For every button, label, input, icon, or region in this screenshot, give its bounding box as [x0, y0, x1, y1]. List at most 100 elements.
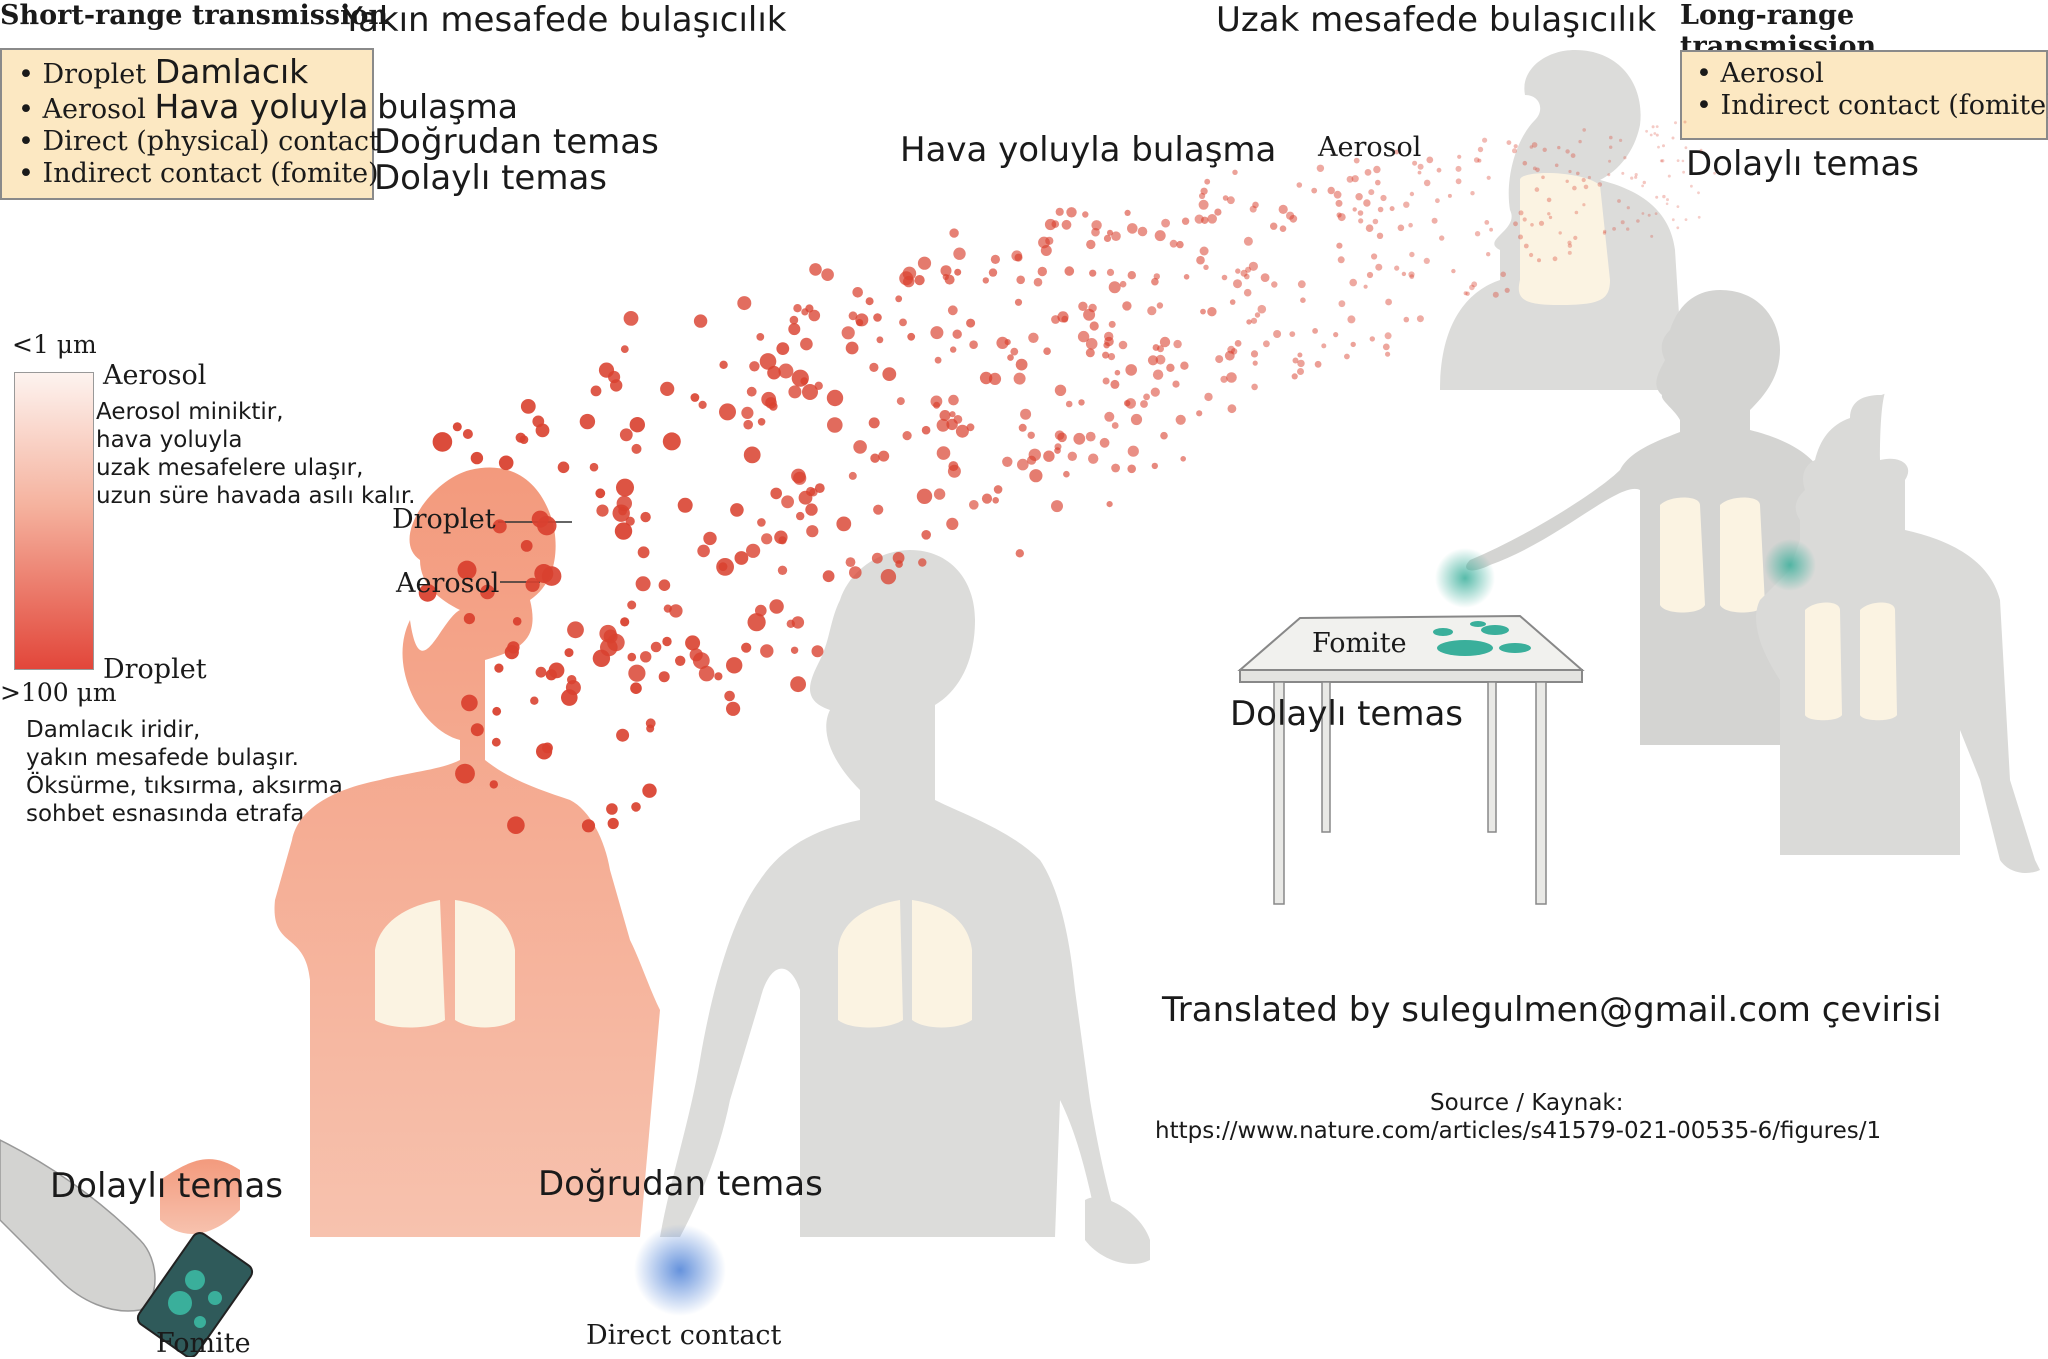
- particle: [756, 333, 765, 341]
- particle: [662, 432, 681, 451]
- particle: [841, 326, 855, 340]
- particle: [1465, 291, 1470, 296]
- particle: [1297, 368, 1304, 375]
- particle: [1110, 379, 1120, 389]
- particle: [1423, 179, 1431, 187]
- particle: [1243, 288, 1252, 297]
- particle: [662, 636, 672, 647]
- particle: [936, 446, 951, 460]
- direct-contact-tr: Doğrudan temas: [374, 122, 659, 162]
- legend-item-en: Aerosol: [42, 94, 146, 125]
- particle: [650, 641, 662, 653]
- particle: [1337, 256, 1345, 264]
- phone-hand: [0, 1139, 254, 1357]
- particle: [1469, 284, 1475, 291]
- particle: [1207, 307, 1217, 317]
- particle: [1173, 339, 1182, 349]
- particle: [1409, 191, 1415, 197]
- particle: [1641, 212, 1645, 215]
- particle: [1065, 400, 1073, 408]
- particle: [933, 488, 946, 500]
- particle: [470, 451, 484, 465]
- particle: [1655, 195, 1659, 199]
- particle: [1385, 351, 1391, 357]
- particle: [1125, 398, 1136, 409]
- particle: [675, 655, 686, 666]
- particle: [1676, 159, 1680, 163]
- particle: [1127, 464, 1136, 474]
- particle: [698, 400, 707, 409]
- particle: [1529, 252, 1534, 258]
- legend-item-aerosol: • Aerosol Hava yoluyla bulaşma: [18, 90, 518, 126]
- particle: [827, 417, 843, 433]
- particle: [1684, 146, 1688, 150]
- particle: [1337, 213, 1346, 222]
- particle: [1312, 328, 1318, 334]
- particle: [1222, 195, 1229, 201]
- particle: [1375, 263, 1383, 271]
- particle: [1243, 236, 1253, 246]
- particle: [1530, 223, 1534, 227]
- particle: [1408, 222, 1413, 228]
- particle: [1382, 343, 1390, 351]
- aerosol-note: Aerosol miniktir, hava yoluyla uzak mesa…: [96, 398, 415, 510]
- particle: [1104, 411, 1115, 422]
- particle: [515, 432, 526, 443]
- particle: [693, 314, 708, 328]
- particle: [765, 397, 777, 409]
- particle: [726, 701, 741, 716]
- particle: [1051, 220, 1060, 228]
- particle: [950, 346, 957, 353]
- particle: [1650, 234, 1654, 238]
- particle: [1557, 145, 1561, 150]
- particle: [796, 511, 805, 521]
- particle: [531, 510, 549, 528]
- particle: [880, 569, 897, 585]
- particle: [1160, 431, 1168, 440]
- particle: [525, 577, 540, 592]
- particle: [631, 443, 642, 454]
- particle: [869, 362, 879, 372]
- particle: [1365, 224, 1374, 232]
- particle: [845, 341, 859, 355]
- particle: [1547, 212, 1551, 216]
- particle: [1015, 358, 1028, 371]
- particle: [1240, 269, 1248, 277]
- particle: [1017, 458, 1029, 471]
- particle: [1471, 281, 1478, 288]
- particle: [1674, 121, 1677, 125]
- particle: [1108, 281, 1121, 294]
- particle: [1263, 340, 1270, 348]
- fomite-phone-label: Fomite: [156, 1328, 251, 1359]
- particle: [1684, 218, 1688, 222]
- particle: [1067, 451, 1078, 461]
- particle: [1603, 229, 1607, 234]
- translation-credit: Translated by sulegulmen@gmail.com çevir…: [1162, 990, 1942, 1030]
- particle: [806, 525, 819, 538]
- particle: [1416, 315, 1424, 323]
- particle: [1199, 246, 1209, 256]
- particle: [761, 533, 773, 545]
- particle: [1057, 311, 1069, 323]
- particle: [1104, 331, 1114, 342]
- particle: [1181, 217, 1190, 225]
- particle: [1194, 214, 1204, 224]
- long-range-person-middle: [1466, 290, 1830, 745]
- particle-cloud: [418, 120, 1716, 834]
- particle: [1085, 431, 1096, 442]
- particle: [1655, 125, 1659, 128]
- particle: [848, 471, 857, 480]
- note-line: Aerosol miniktir,: [96, 399, 284, 425]
- particle: [1161, 218, 1170, 228]
- particle: [1229, 299, 1236, 305]
- particle: [1376, 232, 1384, 239]
- particle: [629, 417, 645, 433]
- particle: [917, 256, 932, 270]
- particle: [520, 540, 533, 552]
- note-line: Öksürme, tıksırma, aksırma,: [26, 773, 351, 799]
- particle: [949, 411, 956, 418]
- particle: [1124, 209, 1131, 216]
- particle: [1676, 226, 1680, 230]
- particle: [1565, 179, 1569, 183]
- particle: [1150, 387, 1160, 397]
